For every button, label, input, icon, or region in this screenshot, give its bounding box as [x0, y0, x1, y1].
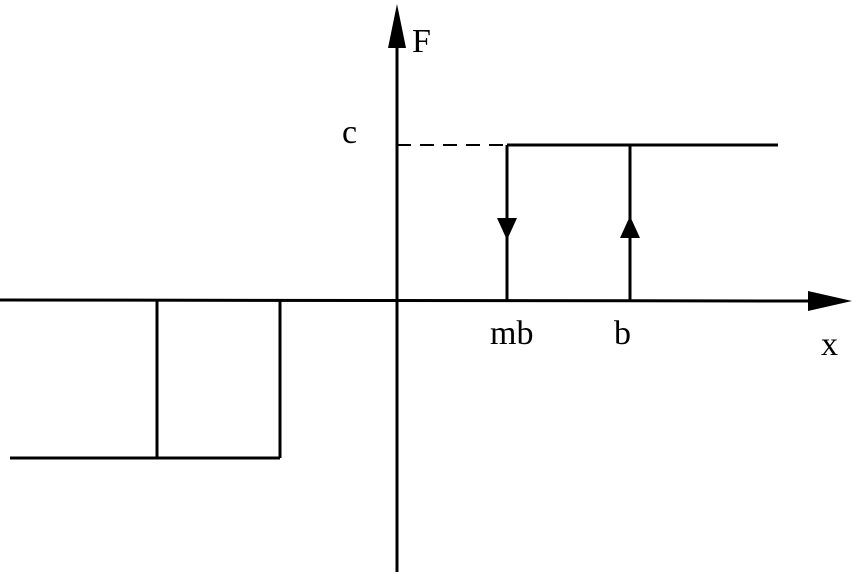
- y-axis-label: F: [412, 23, 431, 60]
- down-arrow-icon: [497, 218, 517, 240]
- mb-threshold-label: mb: [490, 315, 533, 352]
- up-arrow-icon: [620, 216, 640, 238]
- level-c-label: c: [342, 114, 357, 151]
- x-axis-label: x: [821, 326, 838, 363]
- y-axis-arrowhead: [388, 4, 406, 48]
- b-threshold-label: b: [614, 315, 631, 352]
- x-axis-line: [0, 298, 813, 303]
- x-axis-arrowhead: [808, 291, 852, 311]
